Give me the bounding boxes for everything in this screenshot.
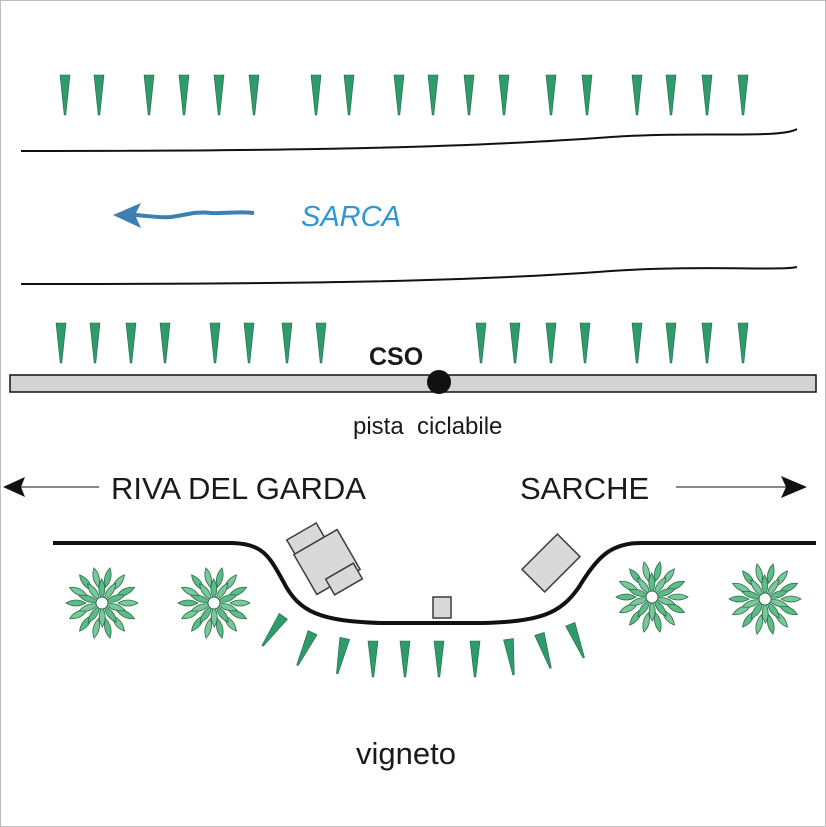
tree-icon <box>159 322 171 364</box>
tree-icon <box>534 631 552 669</box>
river-bank-upper <box>20 128 798 152</box>
tree-icon <box>469 640 481 678</box>
cso-marker <box>427 370 451 394</box>
tree-row-top <box>59 74 749 116</box>
tree-icon <box>701 322 713 364</box>
tree-icon <box>475 322 487 364</box>
tree-icon <box>93 74 105 116</box>
parking-structure-left <box>285 521 364 596</box>
tree-icon <box>545 74 557 116</box>
vineyard-trees <box>261 612 585 678</box>
bush-icon <box>177 567 251 639</box>
tree-icon <box>631 74 643 116</box>
tree-icon <box>737 74 749 116</box>
tree-icon <box>55 322 67 364</box>
arrowhead-right-icon <box>781 476 807 498</box>
tree-icon <box>665 74 677 116</box>
small-building-center <box>432 596 452 619</box>
tree-icon <box>737 322 749 364</box>
bush-icon <box>615 561 689 633</box>
cycle-path-label: pista ciclabile <box>353 413 502 440</box>
tree-icon <box>281 322 293 364</box>
tree-icon <box>579 322 591 364</box>
tree-icon <box>503 638 515 676</box>
bush-group <box>65 561 802 639</box>
arrowhead-left-icon <box>3 477 25 497</box>
tree-icon <box>427 74 439 116</box>
bush-icon <box>728 563 802 635</box>
cso-label: CSO <box>369 343 423 371</box>
road-outline <box>53 541 816 625</box>
tree-icon <box>433 640 445 678</box>
tree-icon <box>89 322 101 364</box>
tree-icon <box>463 74 475 116</box>
river-bank-lower <box>20 266 798 285</box>
cycle-path <box>9 374 817 393</box>
tree-icon <box>336 636 351 675</box>
tree-icon <box>343 74 355 116</box>
tree-icon <box>59 74 71 116</box>
tree-icon <box>665 322 677 364</box>
tree-icon <box>296 630 318 667</box>
tree-icon <box>143 74 155 116</box>
tree-icon <box>509 322 521 364</box>
tree-icon <box>261 612 288 647</box>
tree-icon <box>498 74 510 116</box>
tree-icon <box>243 322 255 364</box>
tree-icon <box>393 74 405 116</box>
bush-icon <box>65 567 139 639</box>
tree-icon <box>315 322 327 364</box>
tree-icon <box>310 74 322 116</box>
river-flow-arrow <box>113 203 255 228</box>
tree-icon <box>213 74 225 116</box>
tree-icon <box>367 640 379 678</box>
tree-icon <box>631 322 643 364</box>
tree-icon <box>178 74 190 116</box>
tree-row-riverbank <box>55 322 749 364</box>
tree-icon <box>209 322 221 364</box>
tree-icon <box>545 322 557 364</box>
tree-icon <box>565 622 585 659</box>
tree-icon <box>399 640 411 678</box>
tree-icon <box>701 74 713 116</box>
tree-icon <box>581 74 593 116</box>
tree-icon <box>125 322 137 364</box>
vineyard-label: vigneto <box>356 736 456 771</box>
river-name-label: SARCA <box>301 201 401 233</box>
direction-label-riva: RIVA DEL GARDA <box>111 471 366 506</box>
direction-label-sarche: SARCHE <box>520 471 649 506</box>
tree-icon <box>248 74 260 116</box>
building-right <box>520 532 582 594</box>
